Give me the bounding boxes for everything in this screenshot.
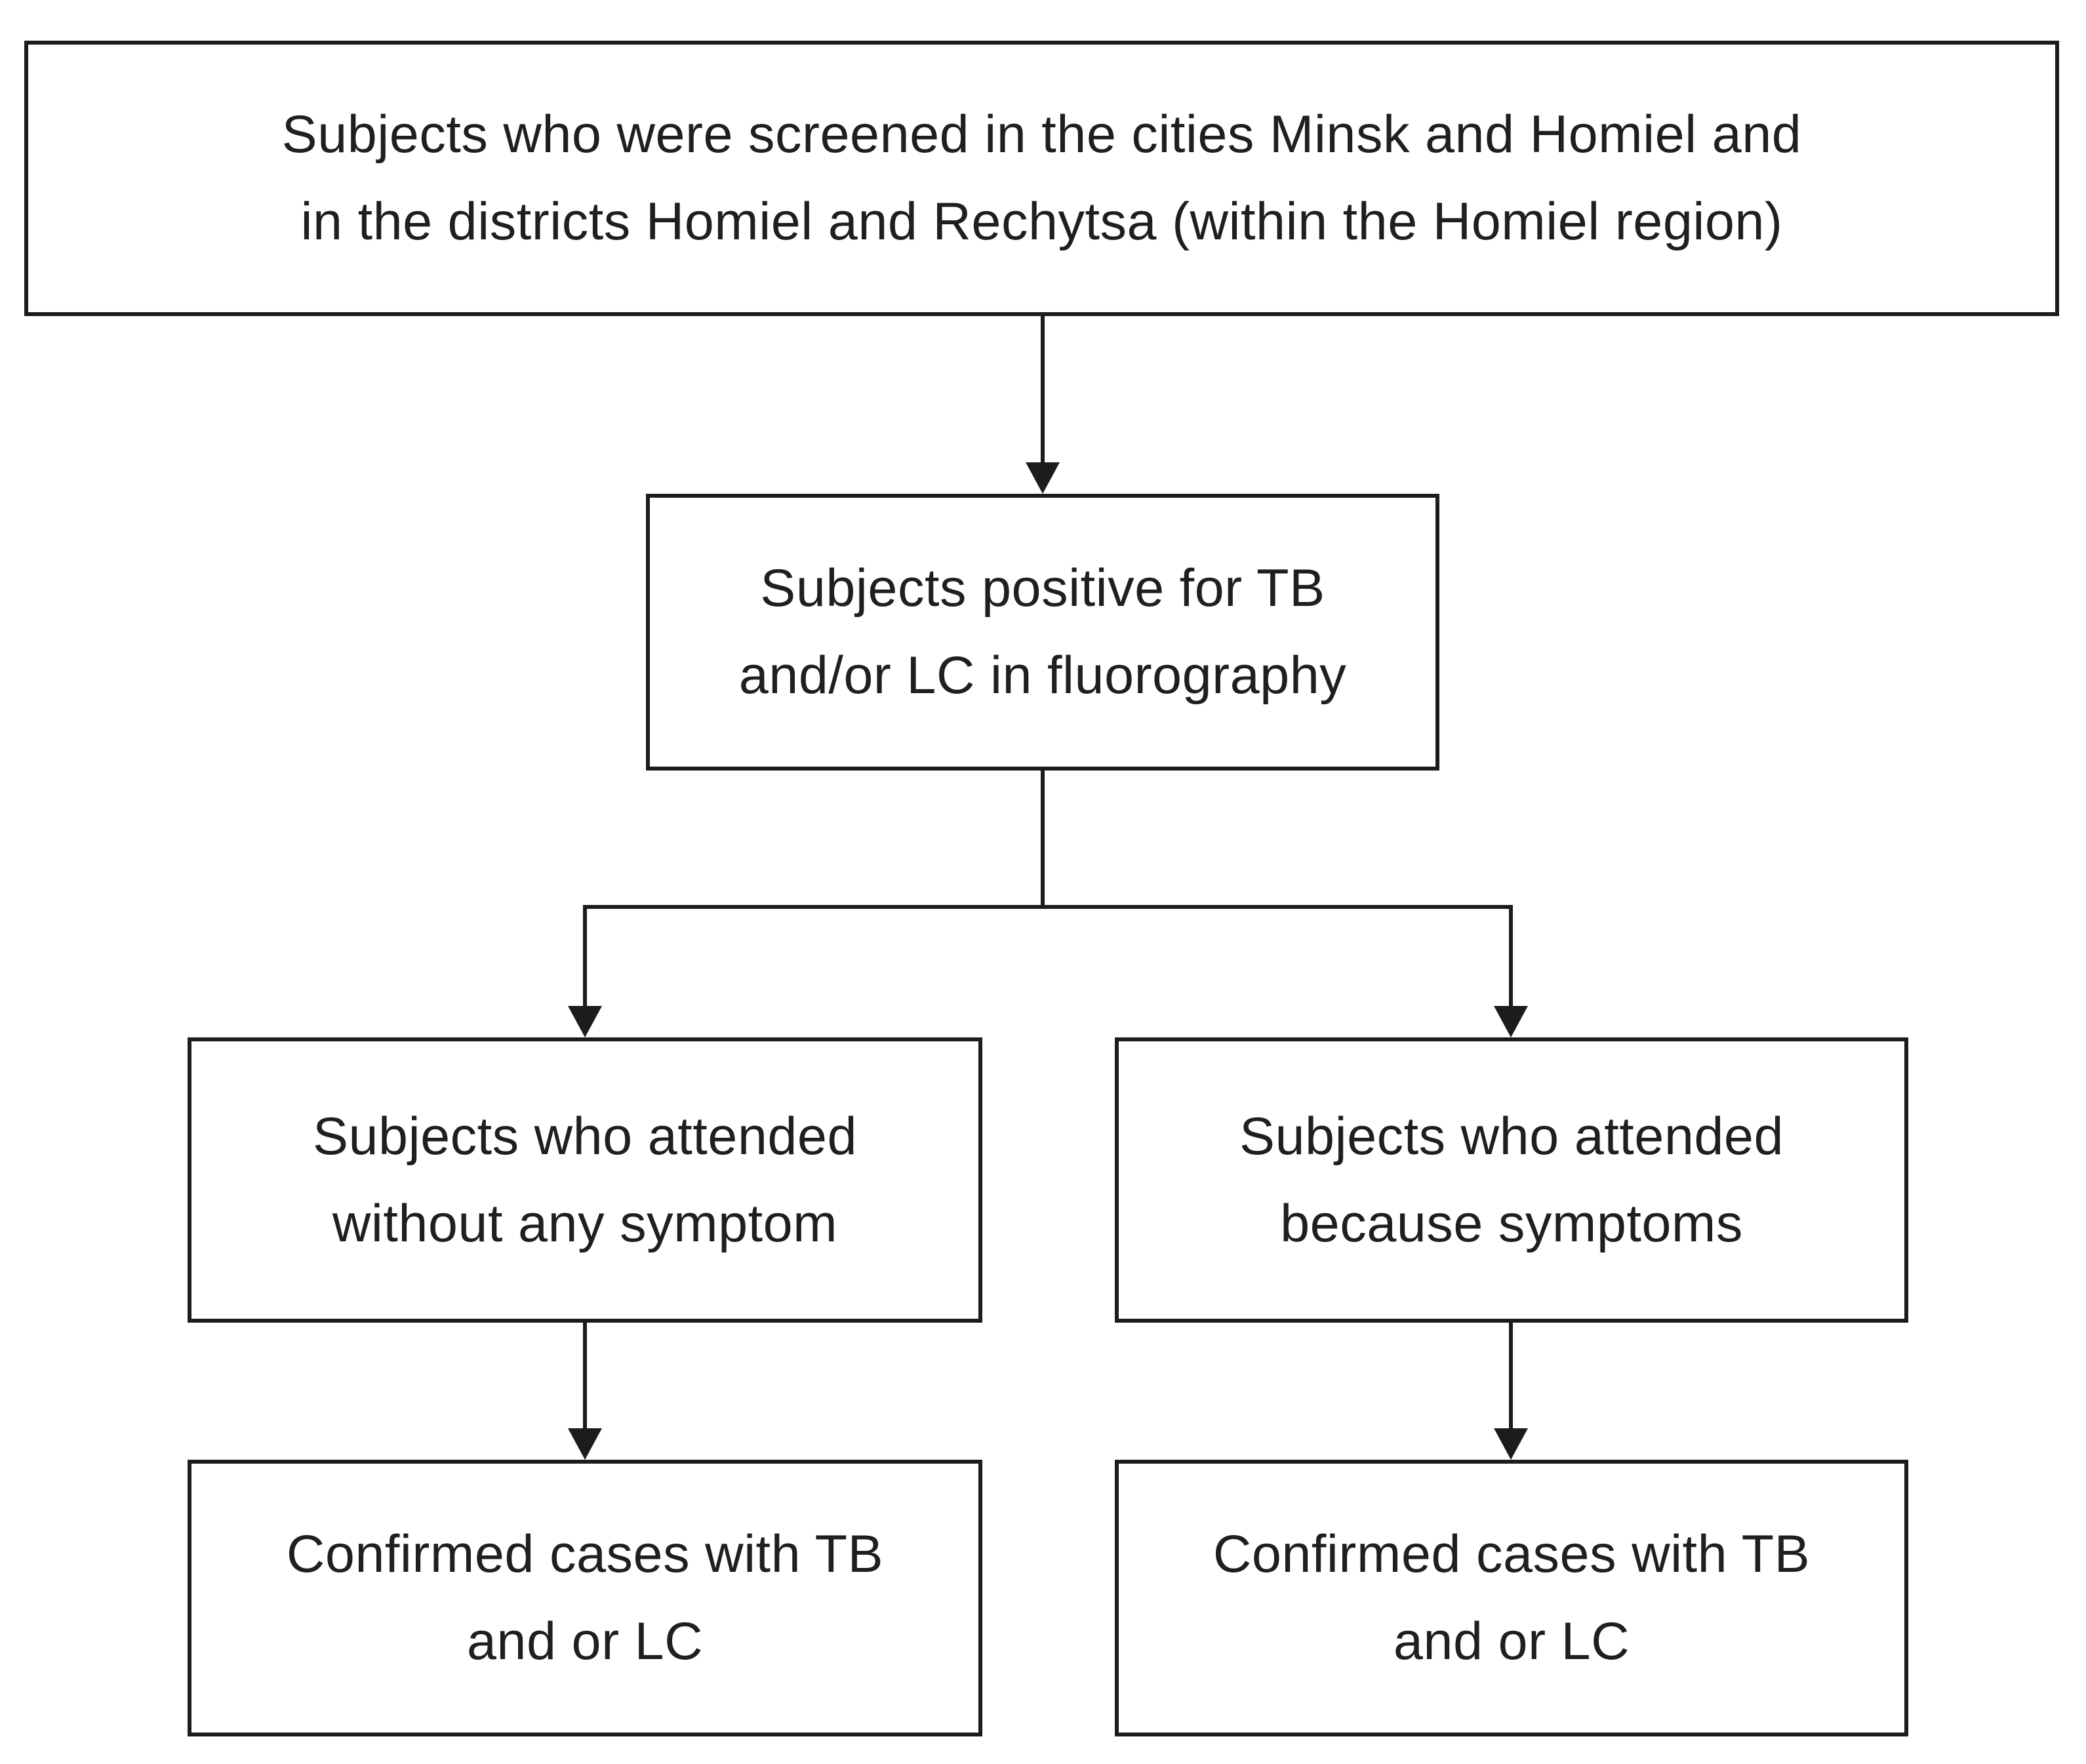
node-attended-without-symptom: Subjects who attended without any sympto… [188,1037,982,1323]
edge-branch-left-line [583,905,587,1009]
node-attended-because-symptoms-text: Subjects who attended because symptoms [1239,1106,1784,1253]
edge-right-confirmed-line [1509,1323,1513,1431]
edge-branch-stem-line [1041,771,1045,907]
node-positive-fluorography-text: Subjects positive for TB and/or LC in fl… [738,559,1347,705]
edge-screened-positive-arrowhead [1026,462,1060,494]
node-confirmed-because-symptoms-text: Confirmed cases with TB and or LC [1213,1525,1811,1671]
edge-branch-left-arrowhead [568,1006,602,1037]
node-confirmed-without-symptom-text: Confirmed cases with TB and or LC [286,1525,884,1671]
edge-screened-positive-line [1041,316,1045,465]
edge-branch-right-arrowhead [1494,1006,1528,1037]
node-screened-text: Subjects who were screened in the cities… [281,105,1802,251]
node-confirmed-without-symptom: Confirmed cases with TB and or LC [188,1460,982,1736]
edge-branch-horizontal-line [583,905,1513,909]
edge-right-confirmed-arrowhead [1494,1428,1528,1460]
node-attended-without-symptom-text: Subjects who attended without any sympto… [312,1106,858,1253]
node-attended-because-symptoms: Subjects who attended because symptoms [1115,1037,1908,1323]
node-positive-fluorography: Subjects positive for TB and/or LC in fl… [646,494,1439,771]
edge-left-confirmed-line [583,1323,587,1431]
node-screened: Subjects who were screened in the cities… [24,41,2059,316]
node-confirmed-because-symptoms: Confirmed cases with TB and or LC [1115,1460,1908,1736]
edge-left-confirmed-arrowhead [568,1428,602,1460]
edge-branch-right-line [1509,905,1513,1009]
